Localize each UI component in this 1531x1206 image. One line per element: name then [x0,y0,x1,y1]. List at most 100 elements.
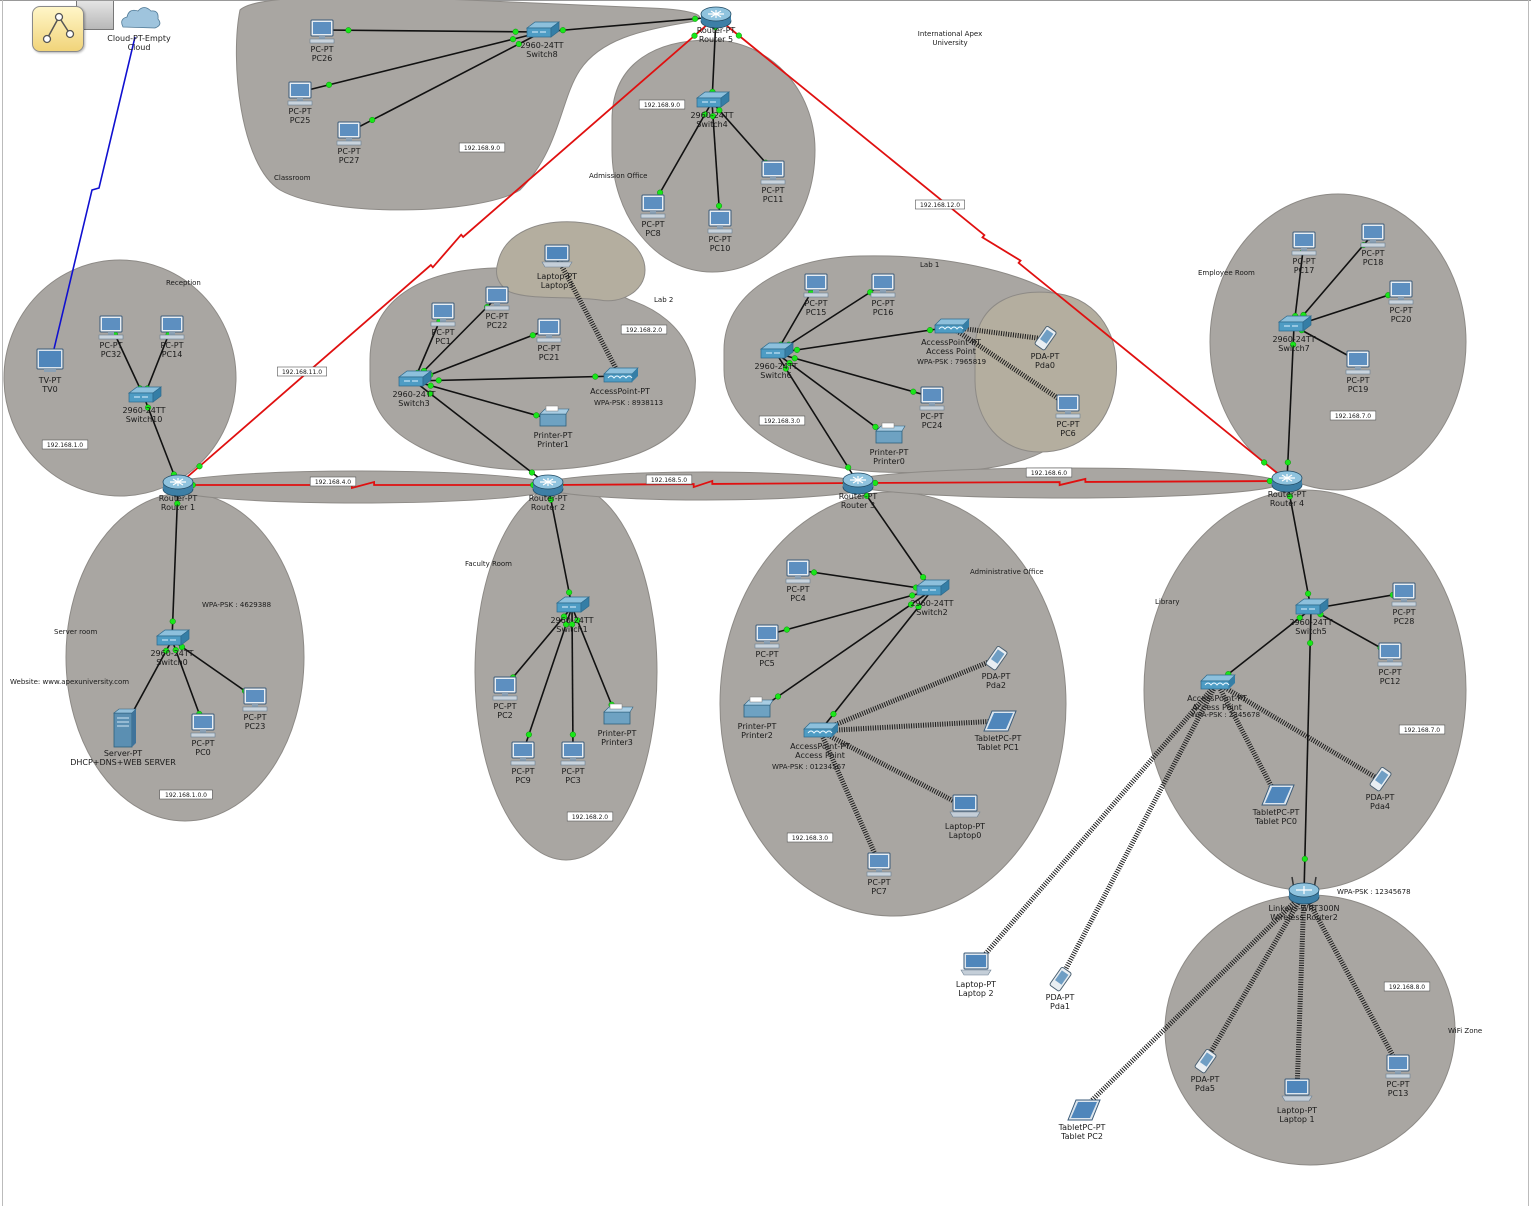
logical-workspace-button[interactable] [32,6,84,52]
device-type-label: PC-PT [708,235,731,244]
device-name-label: Router 4 [1270,499,1304,508]
ethernet-link [522,606,573,753]
link-status-dot [793,346,801,353]
link-status-dot [811,569,818,576]
device-type-label: Cloud-PT-Empty [107,34,171,43]
pc-icon [1385,1054,1411,1079]
subnet-tag-label: 192.168.2.0 [572,814,608,821]
ethernet-link [766,589,933,636]
link-status-dot [1284,459,1291,466]
pc-icon [98,315,124,340]
device-name-label: Laptop 1 [1279,1115,1314,1124]
link-status-dot [783,626,790,633]
device-name-label: PC9 [515,776,531,785]
device-type-label: PC-PT [493,702,516,711]
pc-icon [785,559,811,584]
link-status-dot [907,601,915,608]
subnet-tag-label: 192.168.11.0 [282,369,322,376]
link-status-dot [528,469,535,476]
device-type-label: PC-PT [561,767,584,776]
pc-icon [1291,231,1317,256]
admin-psk-annotation: WPA-PSK : 01234567 [772,763,846,771]
link-status-dot [547,496,554,503]
device-ap_lab2[interactable]: AccessPoint-PT [590,367,650,396]
link-status-dot [735,32,742,39]
subnet-tag-box [566,811,614,822]
router-icon [1271,470,1303,493]
ethernet-link [571,606,618,719]
device-type-label: Printer-PT [870,448,909,457]
device-name-label: PC26 [312,54,333,63]
